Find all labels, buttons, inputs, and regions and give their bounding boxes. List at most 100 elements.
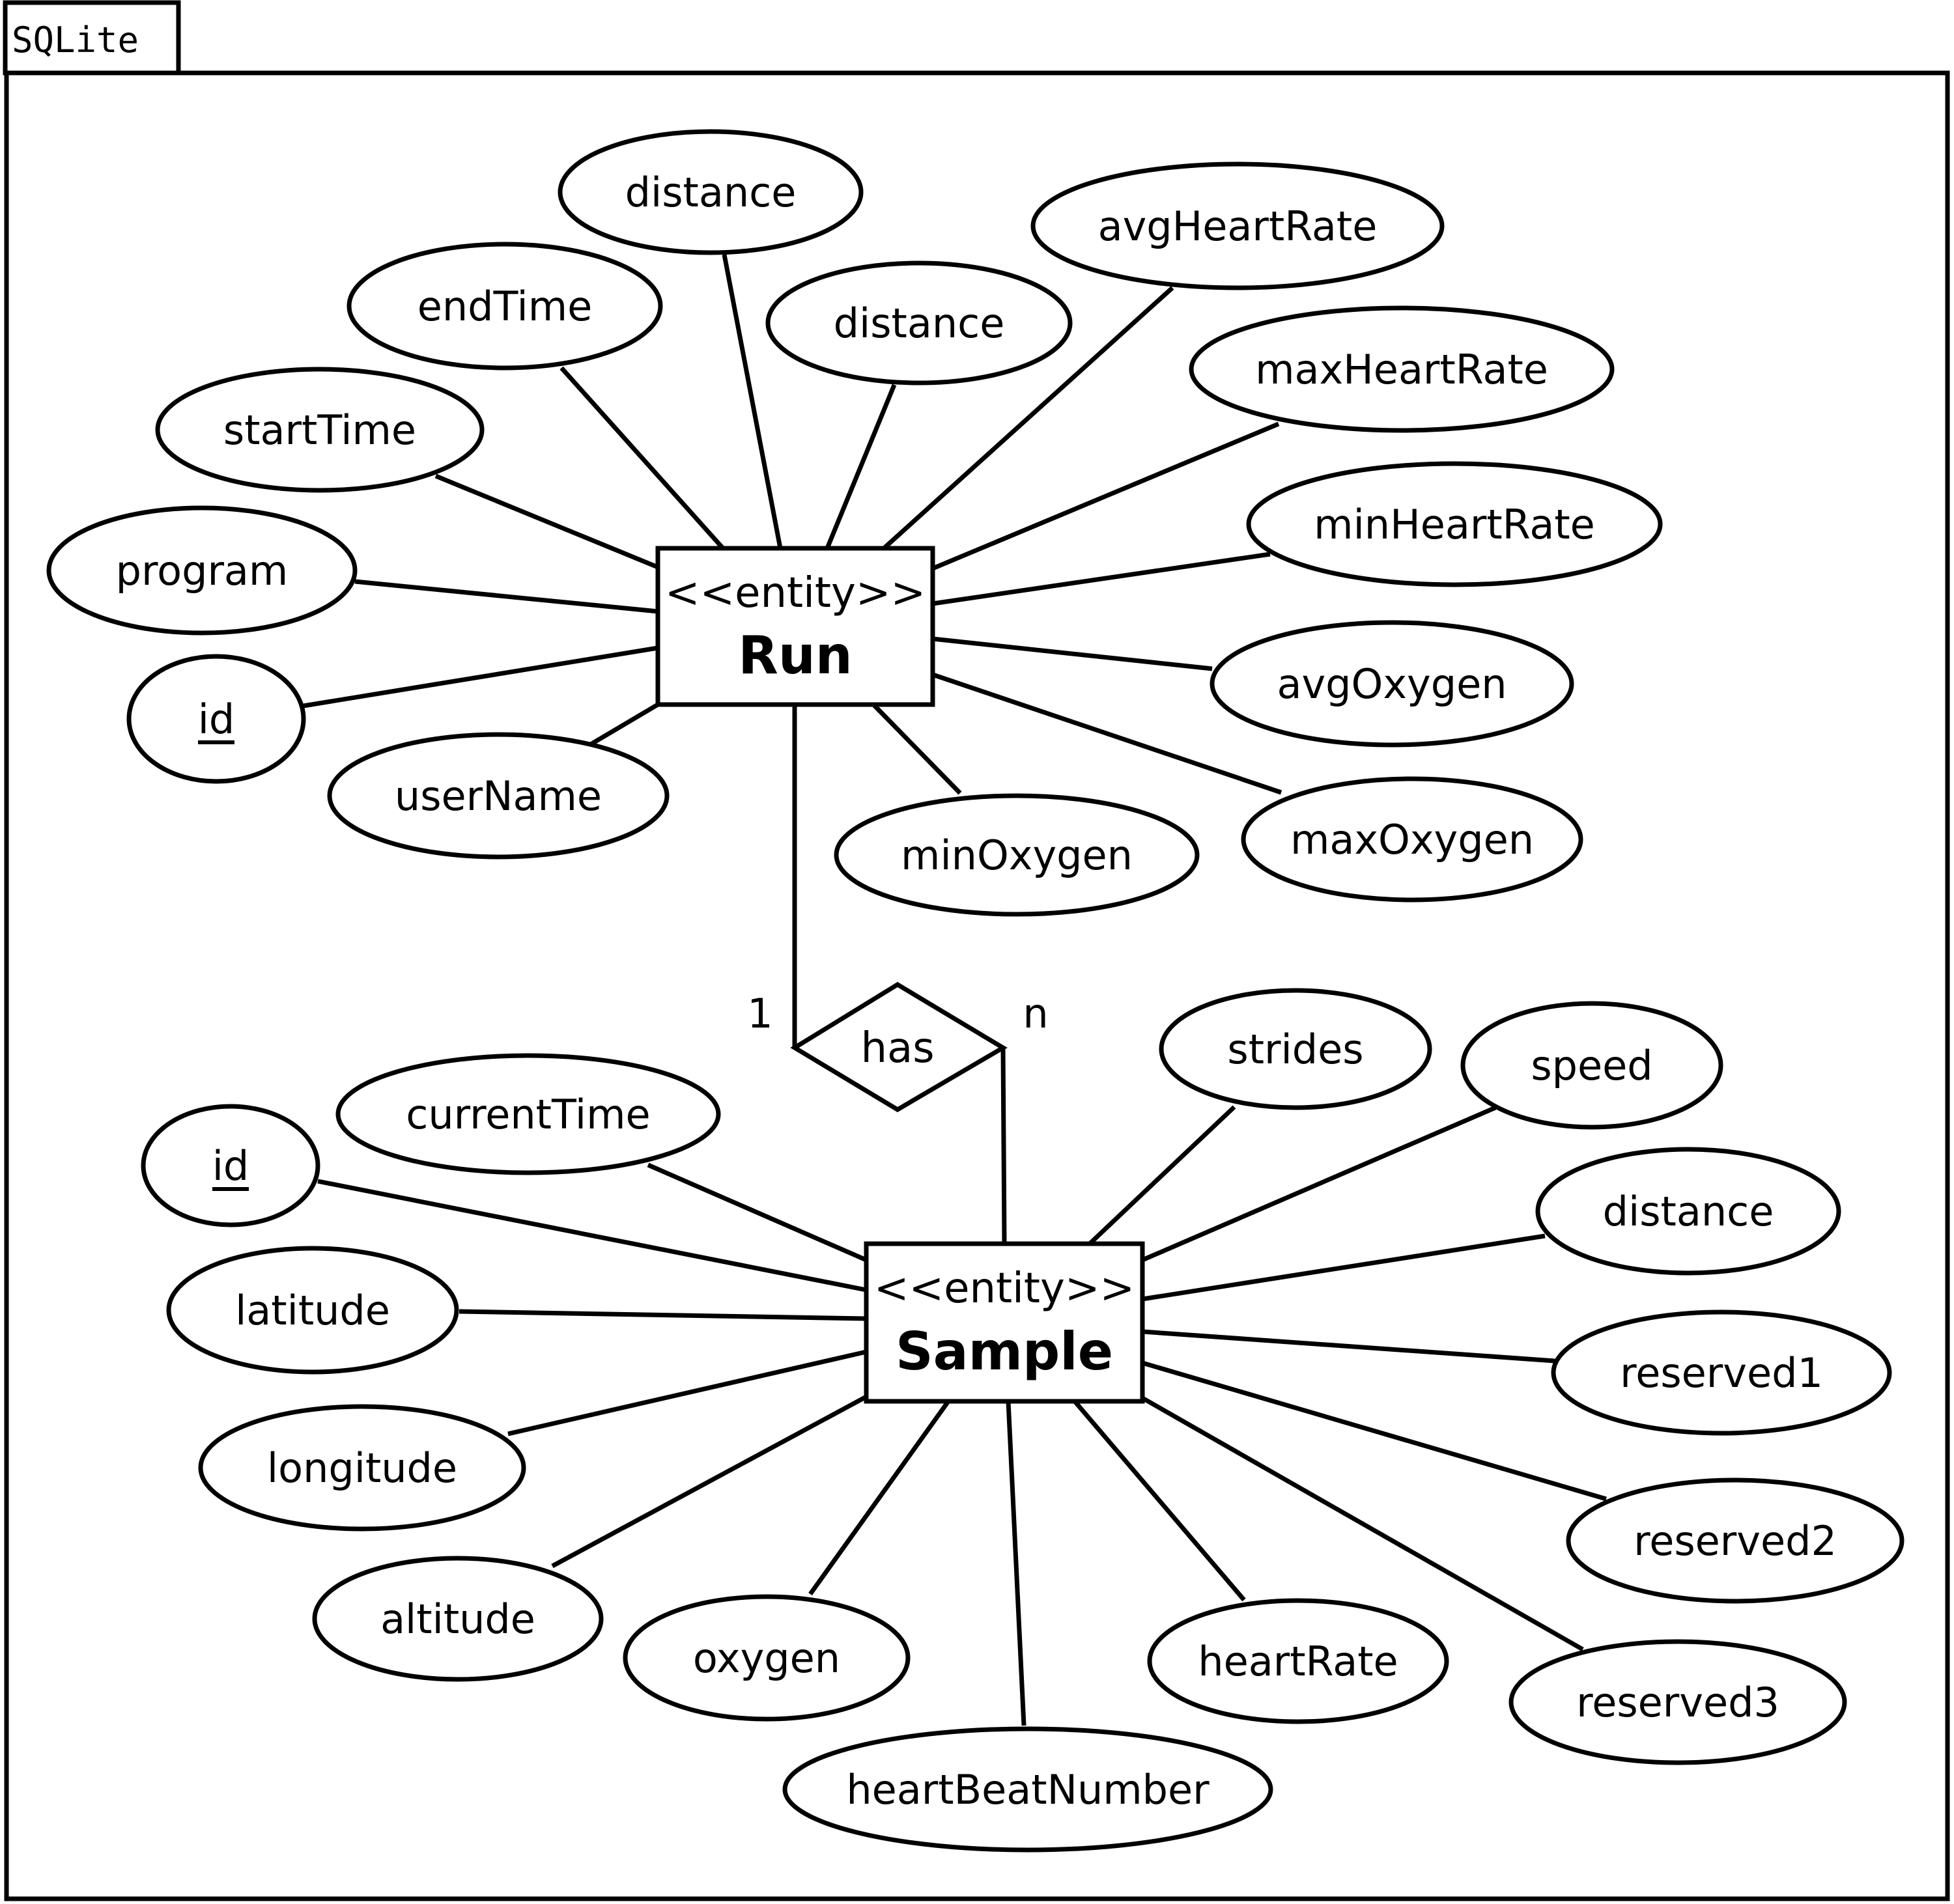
run-attribute-distance[interactable]: distance [558,129,864,255]
attribute-label: minOxygen [901,832,1133,879]
run-attribute-program[interactable]: program [46,505,358,636]
attribute-ellipse [558,129,864,255]
attribute-label: distance [834,300,1005,347]
sample-attribute-distance[interactable]: distance [1535,1147,1841,1276]
sample-attributes: strides speed currentTime id distance latitud… [141,988,1904,1853]
attribute-label: minHeartRate [1314,501,1595,548]
attribute-ellipse [1189,305,1615,433]
attribute-ellipse [1246,461,1663,587]
attribute-ellipse [1551,1309,1892,1436]
connector-run-maxOxygen [931,672,1282,795]
attribute-ellipse [1460,1001,1723,1130]
attribute-label: maxOxygen [1290,816,1534,863]
entity-sample[interactable]: <<entity>> Sample [864,1241,1145,1404]
attribute-ellipse [1566,1477,1904,1604]
attribute-ellipse [1030,161,1445,290]
sample-attribute-currenttime[interactable]: currentTime [335,1053,721,1175]
connector-run-maxHeartRate [931,421,1280,571]
sample-attribute-heartbeatnumber[interactable]: heartBeatNumber [782,1726,1273,1853]
entity-run[interactable]: <<entity>> Run [655,546,935,707]
run-attribute-endtime[interactable]: endTime [347,242,663,371]
sample-attribute-reserved2[interactable]: reserved2 [1566,1477,1904,1604]
sample-attribute-strides[interactable]: strides [1159,988,1432,1110]
sample-attribute-longitude[interactable]: longitude [198,1404,526,1532]
sample-attribute-oxygen[interactable]: oxygen [623,1594,911,1722]
connector-lines [303,254,1607,1726]
attribute-label: maxHeartRate [1255,346,1548,393]
attribute-label: endTime [418,283,593,330]
entity-sample-name: Sample [896,1321,1113,1382]
sample-attribute-heartrate[interactable]: heartRate [1147,1598,1449,1724]
attribute-label: distance [625,169,797,216]
attribute-label: avgHeartRate [1098,203,1378,250]
connector-run-userName [589,702,659,747]
connector-sample-heartBeatNumber [1006,1401,1027,1726]
connector-run-avgOxygen [932,636,1213,671]
connector-run-avgHeartRate [882,286,1174,550]
sample-attribute-reserved3[interactable]: reserved3 [1508,1639,1847,1765]
relationship-has[interactable]: has 1 n [747,981,1049,1113]
connector-sample-strides [1088,1105,1236,1246]
attribute-ellipse [1159,988,1432,1110]
attribute-ellipse [46,505,358,636]
connector-sample-oxygen [808,1399,950,1596]
sample-attribute-id[interactable]: id [141,1104,320,1227]
sample-attribute-reserved1[interactable]: reserved1 [1551,1309,1892,1436]
attribute-label: distance [1603,1188,1774,1235]
attribute-label: strides [1227,1026,1363,1073]
run-attributes: distance endTime distance avgHeartRate start… [46,129,1663,917]
attribute-ellipse [155,367,485,493]
attribute-label: speed [1531,1042,1652,1089]
attribute-label: currentTime [406,1091,650,1138]
cardinality-sample: n [1023,990,1048,1037]
connector-run-program [354,579,658,614]
connector-has-sample [1000,1047,1007,1244]
attribute-ellipse [312,1556,604,1682]
relationship-name: has [860,1024,934,1072]
connector-sample-longitude [507,1349,867,1436]
run-attribute-minheartrate[interactable]: minHeartRate [1246,461,1663,587]
run-attribute-username[interactable]: userName [327,732,670,860]
run-attribute-maxheartrate[interactable]: maxHeartRate [1189,305,1615,433]
attribute-label: altitude [380,1595,535,1643]
sample-attribute-latitude[interactable]: latitude [166,1246,459,1375]
attribute-label: reserved2 [1634,1517,1837,1565]
attribute-label: oxygen [693,1634,840,1682]
run-attribute-minoxygen[interactable]: minOxygen [834,793,1200,917]
attribute-ellipse [1241,776,1583,903]
run-attribute-maxoxygen[interactable]: maxOxygen [1241,776,1583,903]
run-attribute-avgheartrate[interactable]: avgHeartRate [1030,161,1445,290]
cardinality-run: 1 [747,990,772,1037]
attribute-ellipse [1210,620,1574,748]
attribute-ellipse [198,1404,526,1532]
attribute-label: reserved1 [1620,1349,1823,1397]
run-attribute-avgoxygen[interactable]: avgOxygen [1210,620,1574,748]
connector-sample-reserved3 [1141,1395,1584,1652]
attribute-label: reserved3 [1576,1679,1779,1726]
connector-run-id [303,645,658,708]
run-attribute-id[interactable]: id [126,654,306,784]
connector-sample-id [317,1179,867,1293]
run-attribute-starttime[interactable]: startTime [155,367,485,493]
connector-sample-reserved1 [1142,1329,1555,1364]
attribute-label: id [212,1142,249,1190]
attribute-ellipse [834,793,1200,917]
attribute-ellipse [166,1246,459,1375]
connector-run-minHeartRate [932,552,1271,606]
attribute-ellipse [1147,1598,1449,1724]
connector-sample-currentTime [647,1162,868,1263]
connector-sample-reserved2 [1142,1360,1607,1502]
sample-attribute-speed[interactable]: speed [1460,1001,1723,1130]
connector-run-minOxygen [871,703,962,795]
sample-attribute-altitude[interactable]: altitude [312,1556,604,1682]
attribute-ellipse [623,1594,911,1722]
attribute-label: program [116,547,289,595]
connector-sample-altitude [551,1394,868,1569]
connector-run-startTime [434,473,659,570]
run-attribute-distance[interactable]: distance [765,260,1073,385]
attribute-label: id [198,695,235,743]
entity-run-box [655,546,935,707]
connector-run-endTime [559,366,725,550]
attribute-ellipse [335,1053,721,1175]
attribute-ellipse [141,1104,320,1227]
